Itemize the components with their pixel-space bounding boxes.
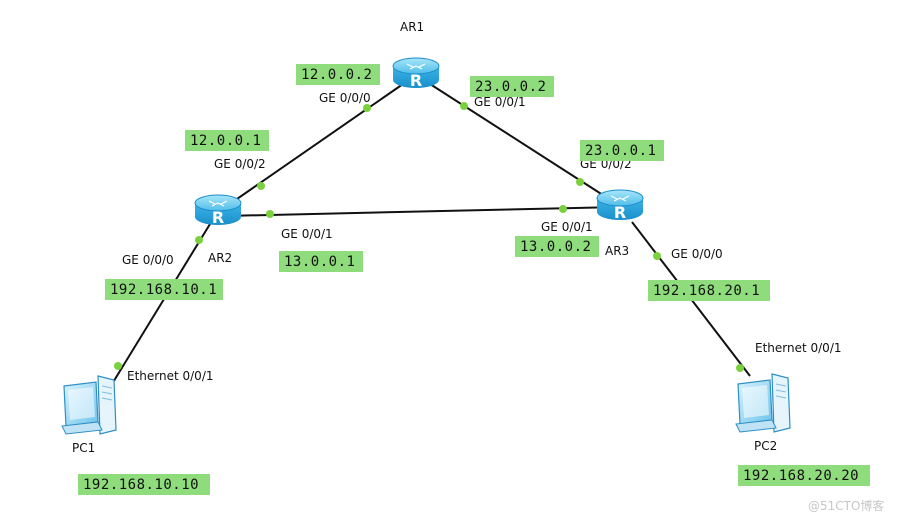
router-ar3[interactable] [596,189,644,223]
ip-tag-ar2-g001: 13.0.0.1 [279,251,363,272]
port-label-ar1-g000: GE 0/0/0 [319,91,371,105]
ip-text: 192.168.10.10 [83,477,199,493]
port-label-pc1-eth: Ethernet 0/0/1 [127,369,214,383]
pc-icon [61,375,117,435]
router-icon [194,194,242,228]
router-ar2[interactable] [194,194,242,228]
link-ar1-ar3 [415,74,621,207]
ip-tag-ar3-g001: 13.0.0.2 [515,236,599,257]
ip-tag-ar2-g000: 192.168.10.1 [105,279,223,300]
pc-pc2[interactable] [735,373,791,433]
port-dot-ar1-g001 [460,102,468,110]
port-dot-ar2-g000 [195,236,203,244]
router-ar1[interactable] [392,57,440,91]
port-label-pc2-eth: Ethernet 0/0/1 [755,341,842,355]
port-label-ar1-g001: GE 0/0/1 [474,95,526,109]
device-label-ar1: AR1 [400,20,424,34]
ip-tag-pc2: 192.168.20.20 [738,465,870,486]
ip-tag-ar1-g001: 23.0.0.2 [470,76,554,97]
device-label-ar2: AR2 [208,251,232,265]
device-label-pc2: PC2 [754,439,777,453]
ip-text: 12.0.0.2 [301,67,372,83]
port-dot-ar2-g002 [257,182,265,190]
port-dot-pc2-eth [736,364,744,372]
pc-icon [735,373,791,433]
port-label-ar2-g002: GE 0/0/2 [214,157,266,171]
ip-text: 192.168.20.20 [743,468,859,484]
ip-text: 192.168.10.1 [110,282,217,298]
link-ar2-pc1 [111,223,211,385]
ip-tag-ar1-g000: 12.0.0.2 [296,64,380,85]
ip-text: 12.0.0.1 [190,133,261,149]
ip-text: 13.0.0.2 [520,239,591,255]
ip-tag-ar3-g000: 192.168.20.1 [648,280,770,301]
watermark: @51CTO博客 [808,498,884,513]
link-ar2-ar3 [223,206,621,217]
link-ar1-ar2 [223,74,417,209]
pc-pc1[interactable] [61,375,117,435]
device-label-ar3: AR3 [605,244,629,258]
port-label-ar3-g000: GE 0/0/0 [671,247,723,261]
router-icon [392,57,440,91]
ip-tag-pc1: 192.168.10.10 [78,474,210,495]
ip-tag-ar2-g002: 12.0.0.1 [185,130,269,151]
port-dot-ar3-g001 [559,205,567,213]
port-dot-ar3-g002 [576,178,584,186]
port-dot-ar2-g001 [266,210,274,218]
port-label-ar2-g000: GE 0/0/0 [122,253,174,267]
port-label-ar3-g001: GE 0/0/1 [541,220,593,234]
port-label-ar2-g001: GE 0/0/1 [281,227,333,241]
ip-text: 192.168.20.1 [653,283,760,299]
device-label-pc1: PC1 [72,441,95,455]
router-icon [596,189,644,223]
ip-tag-ar3-g002: 23.0.0.1 [580,140,664,161]
port-dot-ar3-g000 [653,252,661,260]
ip-text: 13.0.0.1 [284,254,355,270]
port-dot-ar1-g000 [363,104,371,112]
ip-text: 23.0.0.2 [475,79,546,95]
ip-text: 23.0.0.1 [585,143,656,159]
port-dot-pc1-eth [114,362,122,370]
